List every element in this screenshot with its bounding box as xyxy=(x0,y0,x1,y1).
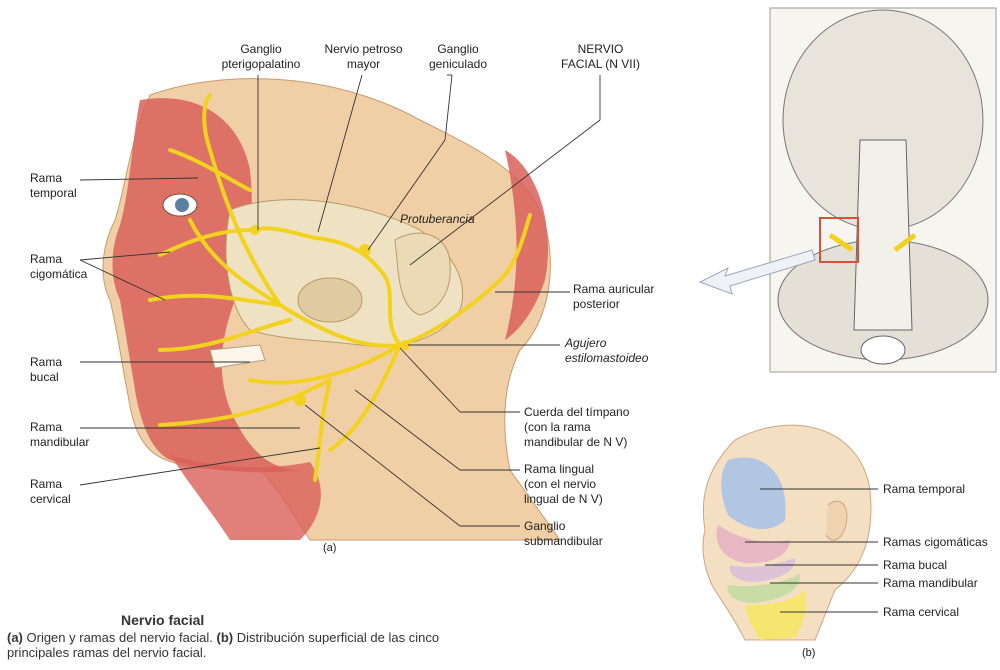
label-agujero-estilomastoideo: Agujero estilomastoideo xyxy=(565,336,649,365)
facial-muscles xyxy=(112,98,300,473)
caption-b-tag: (b) xyxy=(216,630,234,645)
panel-a-label: (a) xyxy=(323,542,337,554)
cervical-muscle xyxy=(170,455,321,540)
label-rama-auricular-posterior: Rama auricular posterior xyxy=(573,282,655,311)
label-nervio-facial: NERVIO FACIAL (N VII) xyxy=(561,42,640,71)
zone-cigomatica xyxy=(716,525,790,564)
caption-a-tag: (a) xyxy=(7,630,23,645)
leader-lines-a xyxy=(79,74,601,527)
label-protuberancia: Protuberancia xyxy=(400,212,475,226)
caption-text: (a) Origen y ramas del nervio facial. (b… xyxy=(7,630,477,660)
label-rama-mandibular: Rama mandibular xyxy=(30,420,90,449)
jaw-cavity xyxy=(297,277,363,323)
zone-temporal xyxy=(721,457,786,530)
caption-title: Nervio facial xyxy=(121,612,205,628)
label-rama-bucal: Rama bucal xyxy=(30,355,63,384)
label-b-rama-bucal: Rama bucal xyxy=(883,558,948,572)
leader-lines-b xyxy=(745,488,878,613)
panel-b-label: (b) xyxy=(802,647,816,659)
brainstem-illustration xyxy=(769,7,997,373)
label-rama-temporal: Rama temporal xyxy=(30,171,77,200)
label-rama-cervical: Rama cervical xyxy=(30,477,71,506)
pointer-arrow xyxy=(698,249,816,295)
zone-cervical xyxy=(745,590,806,640)
head-illustration xyxy=(102,78,561,541)
caption-a-text: Origen y ramas del nervio facial. xyxy=(22,630,217,645)
label-rama-cigomatica: Rama cigomática xyxy=(30,252,88,281)
label-nervio-petroso-mayor: Nervio petroso mayor xyxy=(324,42,403,71)
label-ganglio-submandibular: Ganglio submandibular xyxy=(524,519,603,548)
label-ganglio-geniculado: Ganglio geniculado xyxy=(428,42,488,71)
zone-mandibular xyxy=(727,574,801,603)
label-cuerda-timpano: Cuerda del tímpano (con la rama mandibul… xyxy=(524,405,630,449)
label-ganglio-pterigopalatino: Ganglio pterigopalatino xyxy=(221,42,301,71)
label-b-rama-cervical: Rama cervical xyxy=(883,605,960,619)
neck-muscle xyxy=(505,150,549,340)
facial-nerve-branches xyxy=(148,93,532,482)
zones-head-illustration xyxy=(702,424,872,641)
zone-bucal xyxy=(729,558,796,582)
label-b-ramas-cigomaticas: Ramas cigomáticas xyxy=(883,535,988,549)
caption-b-text: Distribución superficial de las cinco pr… xyxy=(7,630,440,660)
label-b-rama-mandibular: Rama mandibular xyxy=(883,576,978,590)
label-rama-lingual: Rama lingual (con el nervio lingual de N… xyxy=(524,462,603,506)
ear xyxy=(394,232,451,316)
label-b-rama-temporal: Rama temporal xyxy=(883,482,966,496)
